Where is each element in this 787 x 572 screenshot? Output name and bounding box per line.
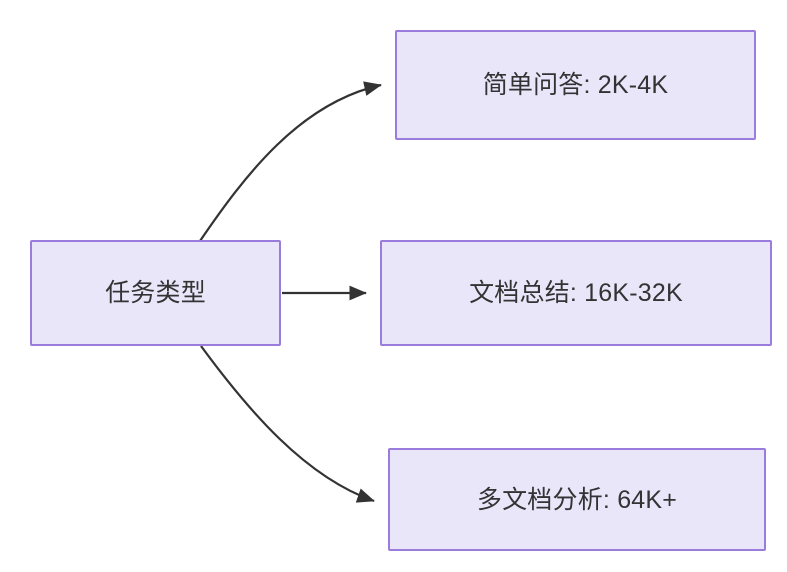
node-task-type[interactable]: 任务类型 [30, 240, 281, 346]
node-doc-summary[interactable]: 文档总结: 16K-32K [380, 240, 772, 346]
node-simple-qa-label: 简单问答: 2K-4K [482, 71, 669, 99]
edge-root-to-multi-doc [200, 345, 375, 503]
edge-root-to-simple-qa [199, 81, 382, 242]
node-doc-summary-label: 文档总结: 16K-32K [469, 279, 683, 307]
node-simple-qa[interactable]: 简单问答: 2K-4K [395, 30, 756, 140]
node-task-type-label: 任务类型 [105, 279, 206, 307]
node-multi-doc-label: 多文档分析: 64K+ [476, 485, 678, 514]
node-multi-doc[interactable]: 多文档分析: 64K+ [388, 448, 766, 551]
